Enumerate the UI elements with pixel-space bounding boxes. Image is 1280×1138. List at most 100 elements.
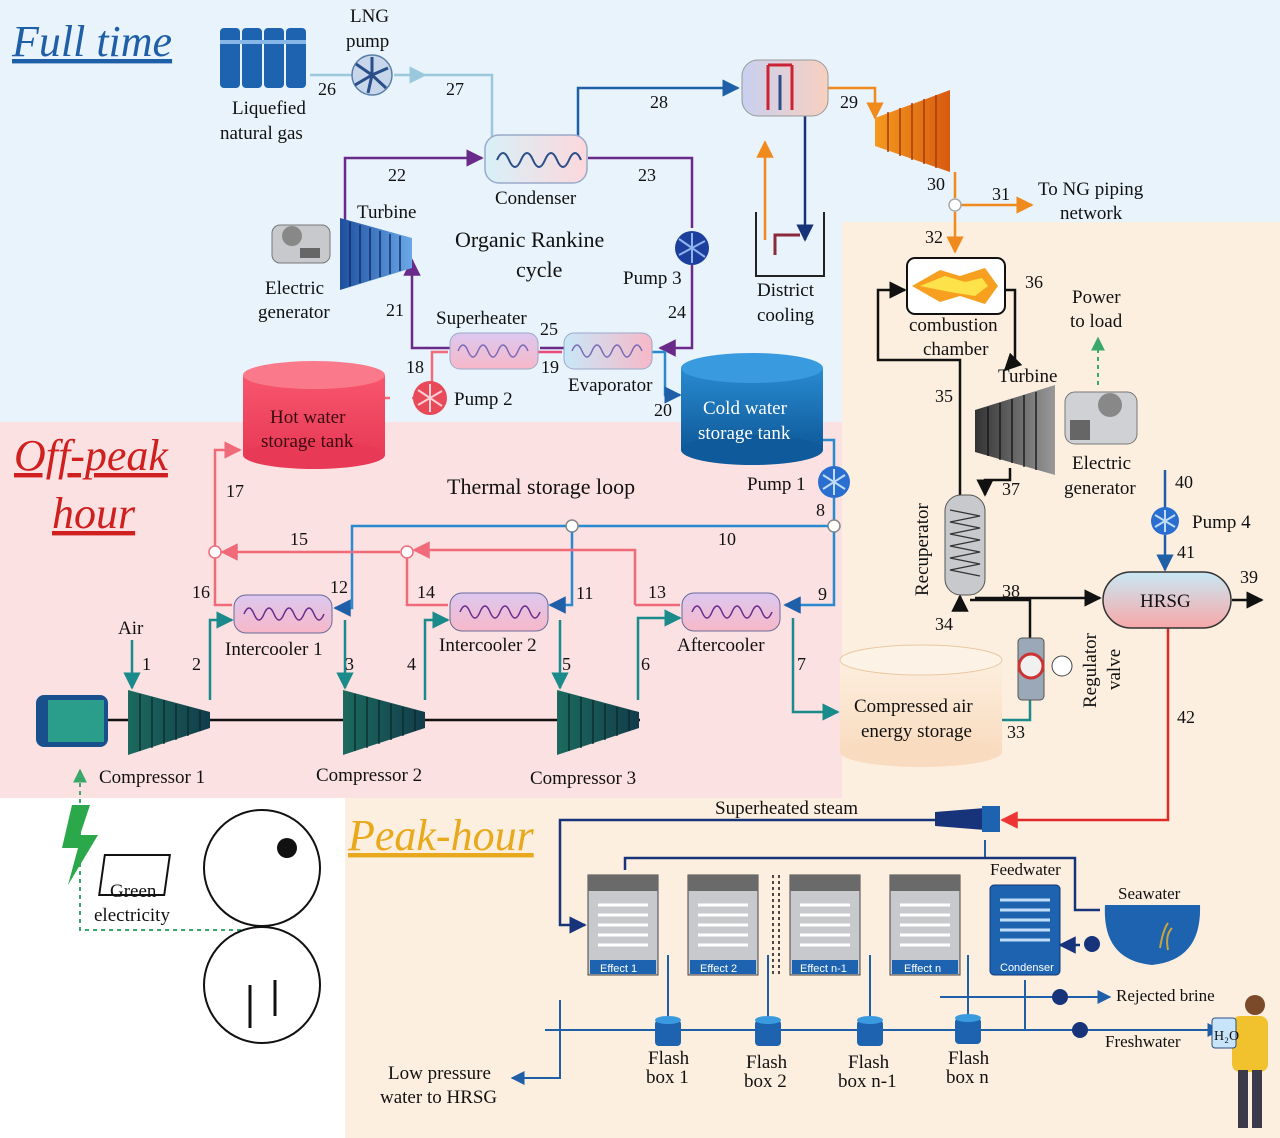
effect-1: [587, 874, 659, 976]
cold-water-tank: [681, 353, 823, 465]
stream-14: 14: [417, 582, 435, 602]
seawater-label: Seawater: [1118, 884, 1181, 903]
flash-box-n-1-label-2: box n-1: [838, 1071, 897, 1092]
wind-turbine-circle: [203, 926, 321, 1044]
flash-box-2-label-1: Flash: [746, 1052, 788, 1073]
effect-2-label: Effect 2: [700, 963, 737, 975]
region-off-peak-1: Off-peak: [14, 431, 169, 480]
rejected-brine-label: Rejected brine: [1116, 986, 1215, 1005]
stream-22: 22: [388, 165, 406, 185]
orc-label-1: Organic Rankine: [455, 227, 604, 252]
hot-tank-label-1: Hot water: [270, 407, 346, 428]
motor-icon: [36, 695, 108, 747]
solar-panel-circle: [98, 809, 321, 927]
gt-generator-label-1: Electric: [1072, 453, 1131, 474]
compressor3-icon: [557, 690, 639, 755]
stream-34: 34: [935, 614, 953, 634]
stream-15: 15: [290, 529, 308, 549]
lng-tank-icon: [220, 28, 306, 88]
district-cooling-icon: [755, 212, 825, 277]
district-cooling-label-2: cooling: [757, 305, 814, 326]
steam-ejector-icon: [935, 806, 1000, 832]
flash-box-1-label-2: box 1: [646, 1067, 689, 1088]
stream-10: 10: [718, 529, 736, 549]
combustion-label-1: combustion: [909, 315, 998, 336]
low-pressure-label-1: Low pressure: [388, 1063, 491, 1084]
stream-32: 32: [925, 227, 943, 247]
caes-label-2: energy storage: [861, 721, 972, 742]
district-cooling-label-1: District: [757, 280, 815, 301]
stream-17: 17: [226, 481, 244, 501]
effect-2: [687, 874, 759, 976]
intercooler2: [449, 592, 549, 632]
caes-tank: [839, 644, 1003, 767]
aftercooler-label: Aftercooler: [677, 635, 765, 656]
combustion-chamber: [906, 257, 1006, 315]
stream-13: 13: [648, 582, 666, 602]
h2o-label: H₂O: [1214, 1029, 1239, 1044]
stream-36: 36: [1025, 272, 1043, 292]
stream-5: 5: [562, 654, 571, 674]
pump4-icon: [1151, 507, 1179, 535]
stream-9: 9: [818, 584, 827, 604]
orc-generator-icon: [271, 224, 331, 264]
effect-n-1-label: Effect n-1: [800, 963, 847, 975]
stream-23: 23: [638, 165, 656, 185]
ng-network-label-2: network: [1060, 203, 1123, 224]
lng-pump-label-2: pump: [346, 31, 389, 52]
stream-31: 31: [992, 184, 1010, 204]
freshwater-pump-icon: [1072, 1022, 1088, 1038]
evaporator-label: Evaporator: [568, 375, 653, 396]
flash-box-1-label-1: Flash: [648, 1048, 690, 1069]
aftercooler: [681, 592, 781, 632]
stream-27: 27: [446, 79, 464, 99]
regulator-valve-icon: [1017, 637, 1073, 701]
hrsg: [1102, 571, 1232, 629]
stream-29: 29: [840, 92, 858, 112]
lng-label-2: natural gas: [220, 123, 303, 144]
region-off-peak-2: hour: [52, 489, 136, 538]
flash-box-n-1-label-1: Flash: [848, 1052, 890, 1073]
stream-25: 25: [540, 319, 558, 339]
stream-12: 12: [330, 577, 348, 597]
seawater-pump-icon: [1084, 936, 1100, 952]
thermal-loop-label: Thermal storage loop: [447, 474, 635, 499]
stream-35: 35: [935, 386, 953, 406]
stream-37: 37: [1002, 479, 1020, 499]
stream-38: 38: [1002, 581, 1020, 601]
flash-box-2-label-2: box 2: [744, 1071, 787, 1092]
gas-turbine-label: Turbine: [998, 366, 1057, 387]
gas-turbine-icon: [975, 385, 1055, 475]
orc-label-2: cycle: [516, 257, 562, 282]
compressor1-icon: [128, 690, 210, 755]
stream-40: 40: [1175, 472, 1193, 492]
pump2-icon: [413, 381, 447, 415]
orc-turbine-icon: [340, 218, 412, 290]
freshwater-label: Freshwater: [1105, 1032, 1181, 1051]
regulator-label-1: Regulator: [1080, 632, 1101, 708]
stream-8: 8: [816, 500, 825, 520]
pump2-label: Pump 2: [454, 389, 513, 410]
pump3-icon: [675, 231, 709, 265]
med-condenser-label: Condenser: [1000, 962, 1054, 974]
stream-39: 39: [1240, 567, 1258, 587]
intercooler2-label: Intercooler 2: [439, 635, 537, 656]
intercooler1: [233, 594, 333, 634]
gt-generator-label-2: generator: [1064, 478, 1136, 499]
feedwater-label: Feedwater: [990, 860, 1061, 879]
power-load-label-1: Power: [1072, 287, 1121, 308]
stream-6: 6: [641, 654, 650, 674]
power-load-label-2: to load: [1070, 311, 1123, 332]
stream-1: 1: [142, 654, 151, 674]
lng-label-1: Liquefied: [232, 98, 306, 119]
stream-21: 21: [386, 300, 404, 320]
superheater: [449, 332, 539, 370]
cold-tank-label-1: Cold water: [703, 398, 788, 419]
evaporator: [563, 332, 653, 370]
superheater-label: Superheater: [436, 308, 527, 329]
stream-30: 30: [927, 174, 945, 194]
flash-box-n-label-1: Flash: [948, 1048, 990, 1069]
stream-18: 18: [406, 357, 424, 377]
